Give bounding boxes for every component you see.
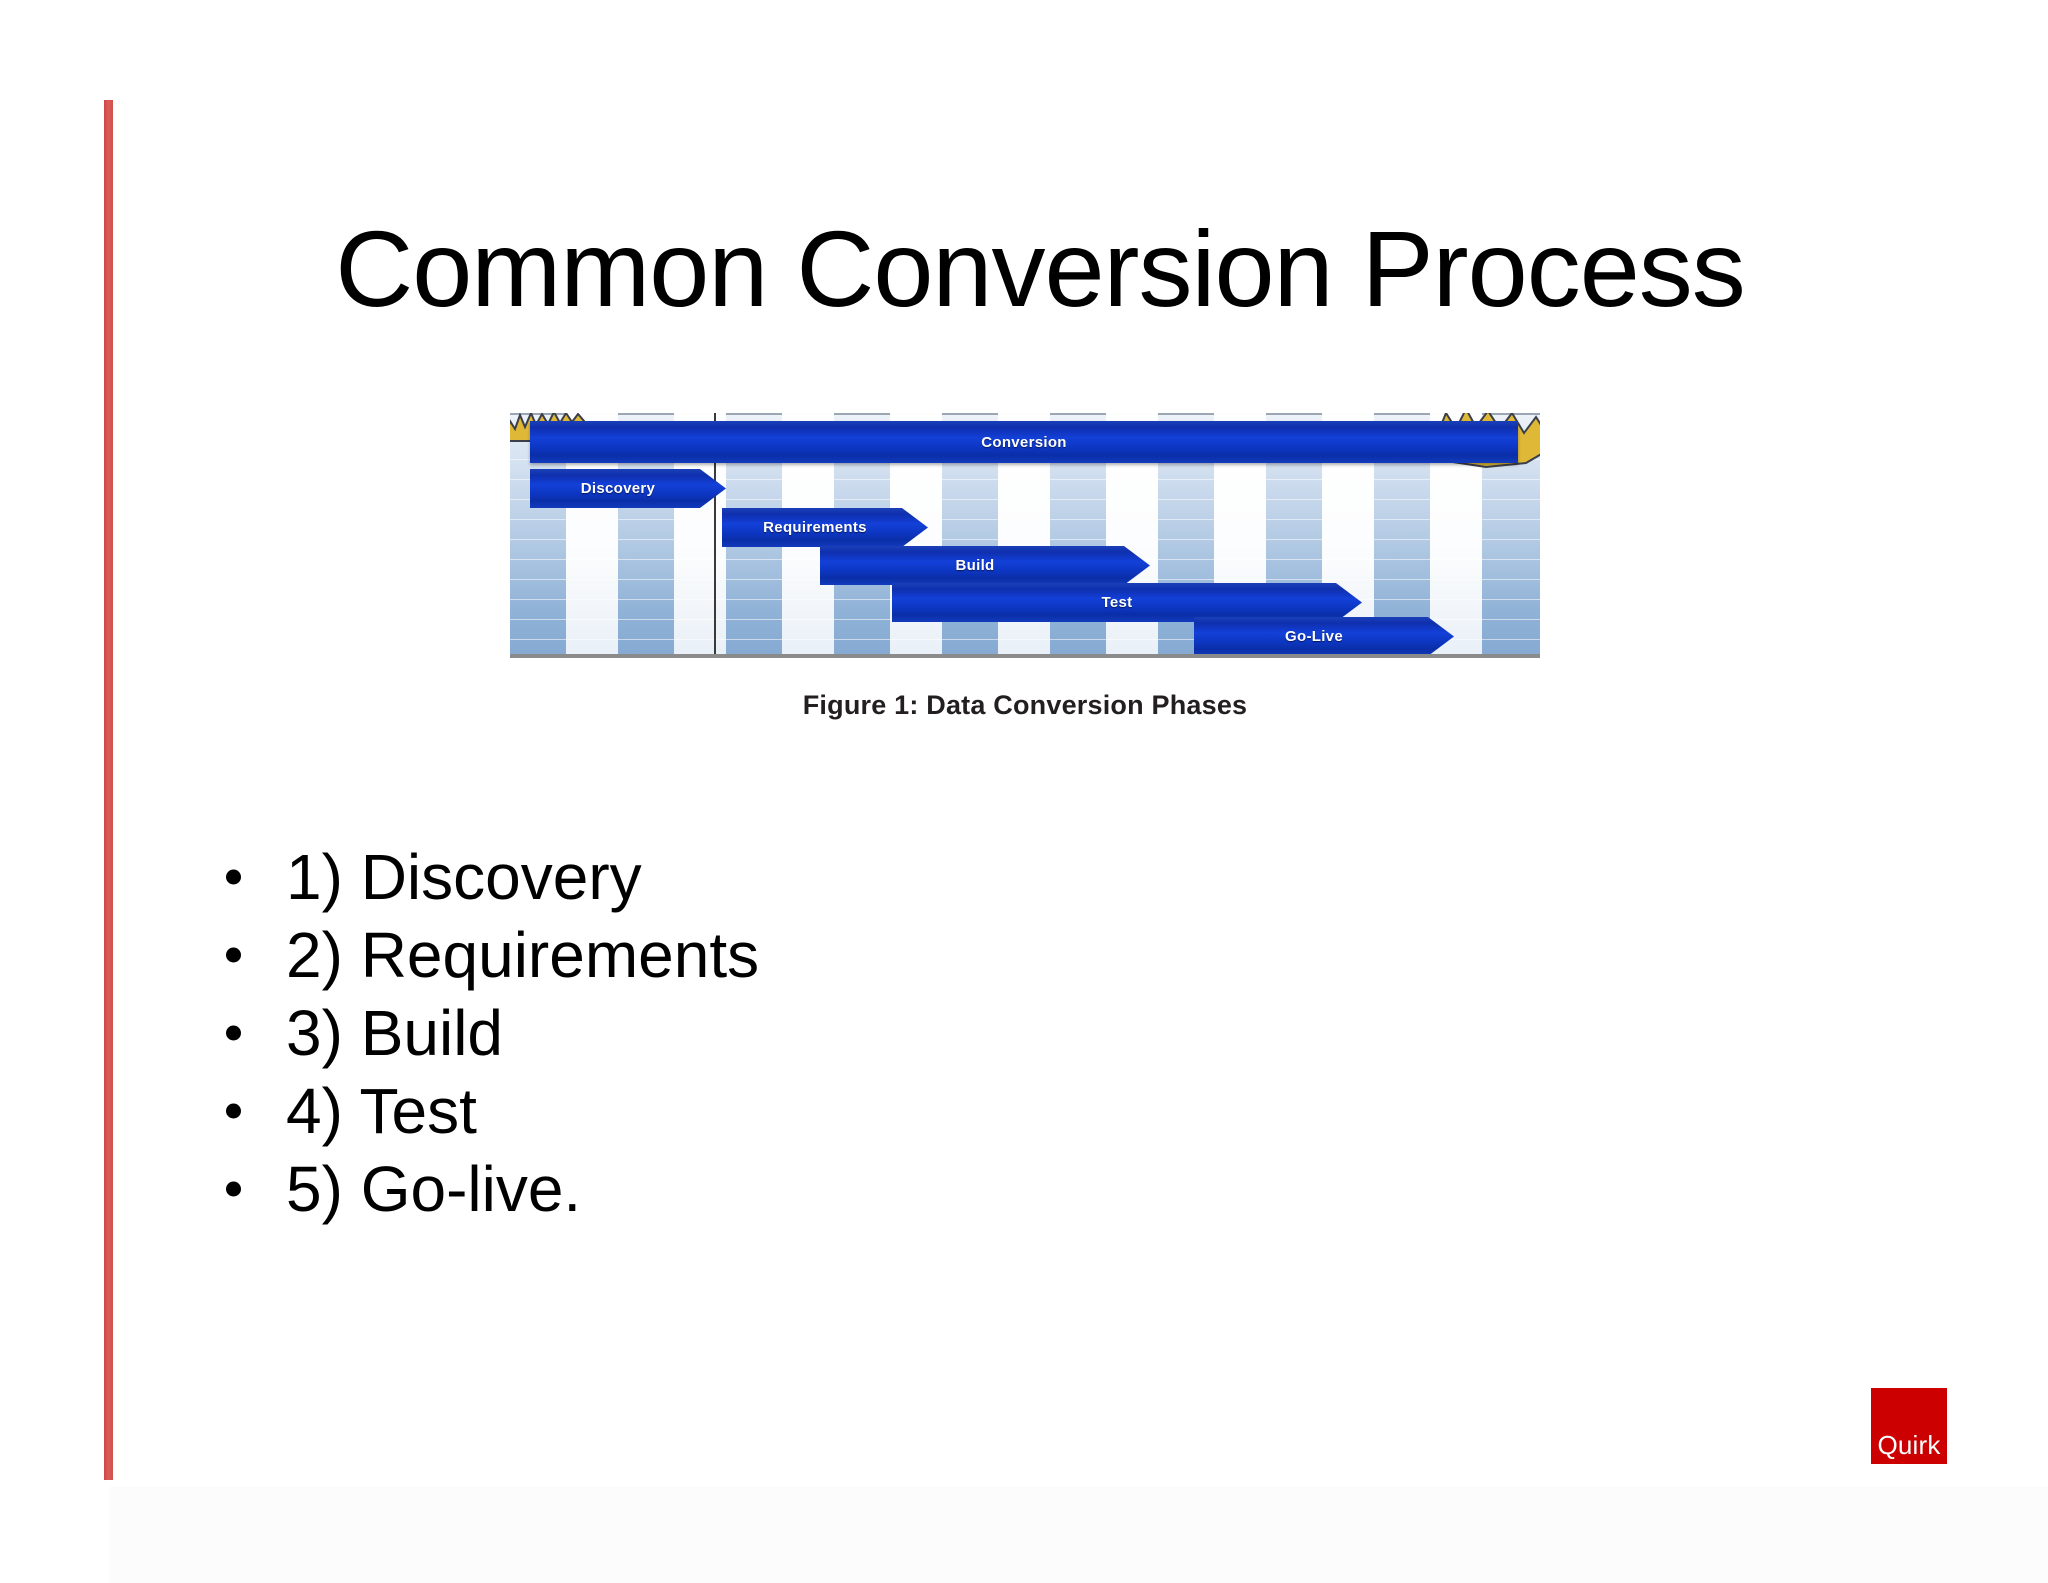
list-item: 2) Requirements [212,916,1412,994]
grid-line [510,499,1540,500]
phase-bar-label: Discovery [580,480,656,497]
process-steps-list: 1) Discovery 2) Requirements 3) Build 4)… [212,838,1412,1228]
phase-bar-requirements: Requirements [722,508,928,547]
left-accent-bar [104,100,113,1480]
quirk-logo: Quirk [1871,1388,1947,1464]
phase-bar-go-live: Go-Live [1194,617,1454,656]
conversion-phases-figure: Conversion Discovery Requirements Build … [510,413,1540,658]
phase-bar-label: Build [955,557,995,574]
phase-bar-label: Go-Live [1285,628,1343,645]
figure-caption: Figure 1: Data Conversion Phases [802,690,1248,720]
grid-line [510,539,1540,540]
list-item-label: 5) Go-live. [286,1153,582,1226]
grid-line [510,479,1540,480]
list-item-label: 2) Requirements [286,919,760,992]
phase-bar-test: Test [892,583,1362,622]
phase-bar-label: Requirements [763,519,867,536]
grid-line [510,519,1540,520]
list-item-label: 4) Test [286,1075,477,1148]
figure-plate: Conversion Discovery Requirements Build … [510,413,1540,658]
phase-bar-label: Conversion [981,433,1067,451]
bullet-dot-icon [226,1181,241,1197]
list-item: 5) Go-live. [212,1150,1412,1228]
list-item: 3) Build [212,994,1412,1072]
footer-band [110,1487,2048,1583]
bullet-dot-icon [226,1103,241,1119]
phase-bar-discovery: Discovery [530,469,726,508]
grid-line [510,639,1540,640]
list-item-label: 1) Discovery [286,841,642,913]
bullet-dot-icon [226,869,241,885]
logo-text: Quirk [1877,1430,1941,1460]
phase-bar-conversion: Conversion [530,421,1518,463]
phase-bar-label: Test [1101,594,1133,611]
list-item: 1) Discovery [212,838,1412,916]
phase-divider-line [714,413,716,654]
phase-bar-build: Build [820,546,1150,585]
page-title: Common Conversion Process [335,208,1746,329]
bullet-dot-icon [226,947,241,963]
bullet-dot-icon [226,1025,241,1041]
list-item: 4) Test [212,1072,1412,1150]
list-item-label: 3) Build [286,997,503,1070]
